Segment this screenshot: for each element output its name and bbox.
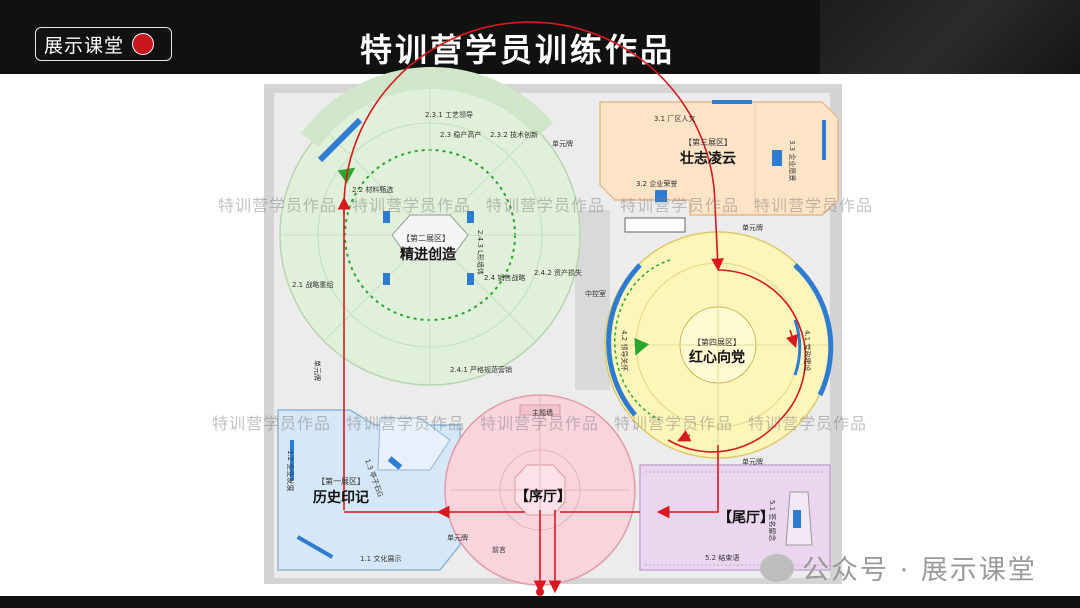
watermark: 特训营学员作品 — [748, 414, 868, 433]
watermark: 特训营学员作品 — [620, 196, 740, 215]
label-4-2: 4.2 领导关怀 — [620, 330, 629, 371]
zone-2-green-arrow — [337, 167, 356, 184]
label-2-4-2: 2.4.2 资产损失 — [534, 268, 582, 277]
watermark: 特训营学员作品 — [754, 196, 874, 215]
lobby-area — [444, 394, 636, 586]
zone-2-tag: 【第二展区】 — [402, 233, 450, 243]
label-1-1: 1.1 文化展示 — [360, 554, 401, 563]
zone-2-area — [279, 67, 581, 386]
zone-1-tag: 【第一展区】 — [317, 476, 365, 486]
label-2-1: 2.1 战略重组 — [292, 280, 333, 289]
zone-3-tag: 【第三展区】 — [684, 137, 732, 147]
route-end-dot — [536, 588, 544, 596]
zone-2-name: 精进创造 — [400, 246, 456, 263]
watermark: 特训营学员作品 — [218, 196, 338, 215]
wechat-icon — [760, 553, 794, 582]
label-3-1: 3.1 厂区人文 — [654, 114, 695, 123]
tail-hall-name: 【尾厅】 — [718, 510, 774, 526]
brand-seal-icon — [132, 33, 155, 55]
label-1-2: 1.2 企业发展 — [286, 450, 295, 491]
label-unit-sign-3: 单元牌 — [313, 360, 322, 381]
label-2-3-2: 2.3.2 技术创新 — [490, 130, 538, 139]
label-control-room: 中控室 — [585, 289, 606, 298]
label-unit-sign-4: 单元牌 — [742, 457, 763, 466]
watermark: 特训营学员作品 — [352, 196, 472, 215]
header-bar: 展示课堂 特训营学员训练作品 — [0, 0, 1080, 74]
watermark: 特训营学员作品 — [212, 414, 332, 433]
footer-bar — [0, 596, 1080, 608]
label-unit-sign-2: 单元牌 — [742, 223, 763, 232]
label-preface: 前言 — [492, 545, 506, 554]
label-unit-sign-1: 单元牌 — [552, 139, 573, 148]
zone-4-green-arrow — [634, 337, 650, 356]
zone-4-name: 红心向党 — [689, 349, 745, 366]
control-room-area — [575, 210, 610, 390]
wechat-watermark: 公众号 · 展示课堂 — [760, 548, 1037, 587]
zone-3-area — [599, 100, 839, 233]
wechat-account-text: 公众号 · 展示课堂 — [802, 555, 1037, 586]
label-2-4: 2.4 销售战略 — [484, 273, 525, 282]
watermark: 特训营学员作品 — [486, 196, 606, 215]
tail-hall-area — [639, 464, 831, 571]
header-decoration — [820, 0, 1080, 74]
label-3-3: 3.3 企业愿景 — [788, 140, 797, 181]
label-theme-wall: 主题墙 — [532, 408, 553, 417]
zone-1-area — [277, 409, 461, 571]
zone-1-name: 历史印记 — [313, 489, 369, 506]
label-5-1: 5.1 签名留念 — [768, 500, 777, 541]
visitor-route — [337, 21, 807, 594]
label-2-4-3: 2.4.3 L形墙体 — [476, 230, 485, 275]
watermark: 特训营学员作品 — [346, 414, 466, 433]
label-unit-sign-5: 单元牌 — [447, 533, 468, 542]
label-5-2: 5.2 结束语 — [705, 553, 739, 562]
watermark: 特训营学员作品 — [480, 414, 600, 433]
label-2-4-1: 2.4.1 严格规范营销 — [450, 365, 512, 374]
brand-badge: 展示课堂 — [35, 27, 172, 61]
zone-3-name: 壮志凌云 — [680, 150, 736, 167]
brand-name: 展示课堂 — [44, 34, 125, 57]
label-2-3-1: 2.3.1 工艺领导 — [425, 110, 473, 119]
label-3-2: 3.2 企业荣誉 — [636, 179, 677, 188]
lobby-name: 【序厅】 — [515, 488, 571, 505]
zone-4-area — [604, 231, 834, 459]
watermark: 特训营学员作品 — [614, 414, 734, 433]
zone-4-tag: 【第四展区】 — [693, 337, 741, 347]
label-2-3: 2.3 稳产高产 — [440, 130, 481, 139]
label-2-2: 2.2 材料甄选 — [352, 185, 393, 194]
label-4-1: 4.1 党政建设 — [803, 330, 812, 371]
page-title: 特训营学员训练作品 — [360, 31, 676, 69]
